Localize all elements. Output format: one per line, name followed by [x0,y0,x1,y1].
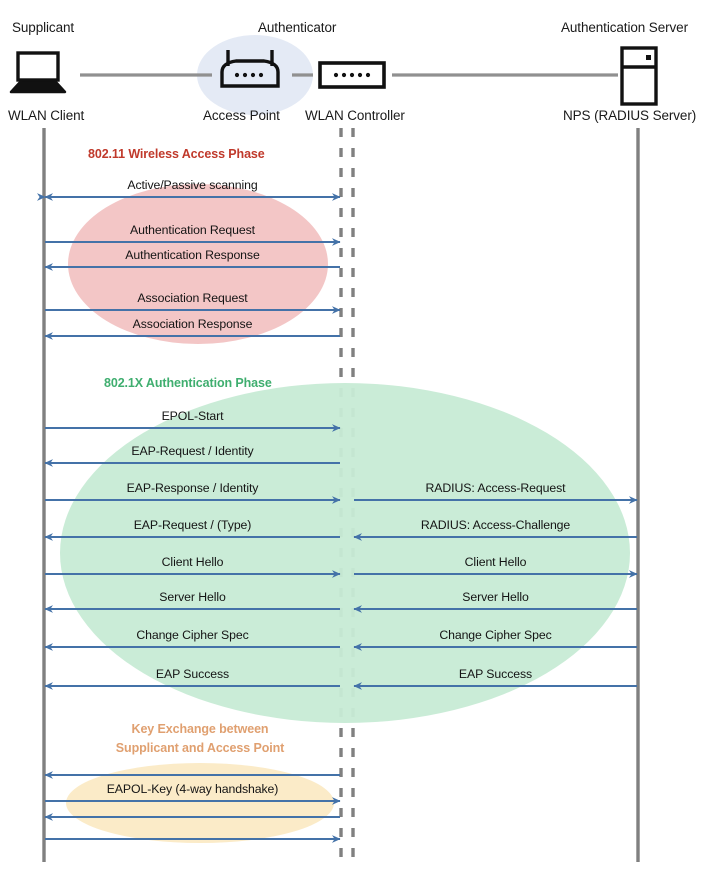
role-title-authenticator: Authenticator [258,20,337,35]
device-label-access-point: Access Point [203,108,280,123]
phase-2-label: 802.1X Authentication Phase [104,376,272,390]
message-label-left-authentication-request-1: Authentication Request [130,223,255,237]
message-label-left-association-response-4: Association Response [132,317,253,331]
role-title-supplicant: Supplicant [12,20,75,35]
laptop-icon [9,51,67,94]
message-label-right-change-cipher-spec-4: Change Cipher Spec [439,628,552,642]
message-label-right-server-hello-3: Server Hello [462,590,529,604]
message-label-right-radius-access-challenge-1: RADIUS: Access-Challenge [420,518,571,532]
access-point-icon [220,50,280,88]
device-label-radius-server: NPS (RADIUS Server) [563,108,697,123]
phase-2-ellipse [60,383,630,723]
role-title-auth-server: Authentication Server [561,20,688,35]
message-label-right-eap-success-5: EAP Success [458,667,533,681]
message-label-left-active-passive-scanning-0: Active/Passive scanning [127,178,258,192]
message-label-left-client-hello-9: Client Hello [161,555,224,569]
wlan-controller-icon [318,61,386,89]
message-label-right-client-hello-2: Client Hello [464,555,527,569]
message-label-left-eap-success-12: EAP Success [155,667,230,681]
message-label-right-radius-access-request-0: RADIUS: Access-Request [425,481,566,495]
phase-3-label-line2: Supplicant and Access Point [115,741,285,755]
message-label-left-authentication-response-2: Authentication Response [125,248,260,262]
message-label-left-change-cipher-spec-11: Change Cipher Spec [136,628,249,642]
message-label-left-eapol-key-4-way-handshake-14: EAPOL-Key (4-way handshake) [106,782,279,796]
phase-3-ellipse [66,763,334,843]
phase-3-label-line1: Key Exchange between [131,722,269,736]
device-label-wlan-controller: WLAN Controller [305,108,405,123]
message-label-left-epol-start-5: EPOL-Start [161,409,224,423]
message-arrows [37,193,638,843]
message-label-left-eap-response-identity-7: EAP-Response / Identity [126,481,259,495]
radius-server-icon [620,46,658,106]
message-label-left-eap-request-identity-6: EAP-Request / Identity [131,444,254,458]
message-label-left-eap-request-type-8: EAP-Request / (Type) [133,518,252,532]
phase-1-label: 802.11 Wireless Access Phase [88,147,265,161]
device-label-wlan-client: WLAN Client [8,108,85,123]
phase-1-ellipse [68,184,328,344]
message-label-left-server-hello-10: Server Hello [159,590,226,604]
message-label-left-association-request-3: Association Request [137,291,248,305]
